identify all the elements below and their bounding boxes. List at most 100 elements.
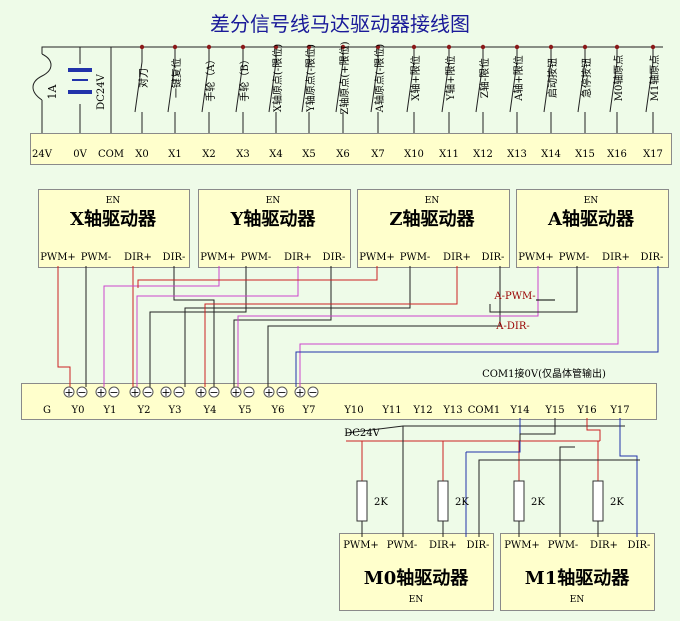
driver-pin-label: PWM- [548,540,579,551]
junction-dot [273,44,279,50]
switch-contact [235,61,244,113]
terminal-plus [63,386,75,398]
driver-pin-label: PWM+ [40,252,76,263]
input-label: A轴原点(-限位) [373,44,386,114]
input-label: 一键复位 [170,58,183,98]
switch-contact [201,61,210,113]
driver-pin-label: DIR+ [284,252,312,263]
output-terminal-label: Y17 [609,405,629,416]
driver-en-label: EN [106,196,121,206]
driver-pin-label: PWM- [559,252,590,263]
switch-contact [609,61,618,113]
input-terminal-label: X14 [541,149,561,160]
driver-pin-label: DIR- [467,540,490,551]
input-label: 手轮（A） [204,54,217,101]
ground-return-wire [478,459,640,537]
resistor [356,480,368,522]
y14-wire [466,418,521,453]
terminal-plus-glyph: + [295,386,304,399]
input-terminal-label: 24V [32,149,53,160]
driver-pin-label: DIR+ [602,252,630,263]
driver-name: M1轴驱动器 [525,567,630,589]
junction-dot [139,44,145,50]
input-terminal-label: 0V [73,149,87,160]
driver-name: Z轴驱动器 [389,208,475,230]
driver-pin-label: DIR- [482,252,505,263]
driver-en-label: EN [584,196,599,206]
driver-pin-label: PWM- [387,540,418,551]
driver-m1 [500,533,655,611]
driver-pin-label: PWM+ [359,252,395,263]
driver-name: X轴驱动器 [70,208,157,230]
switch-contact [543,61,552,113]
output-terminal-label: Y16 [576,405,596,416]
input-terminal-label: X2 [202,149,215,160]
driver-name: Y轴驱动器 [230,208,317,230]
output-terminal-label: G [43,405,51,416]
driver-pin-label: PWM+ [200,252,236,263]
switch-contact [370,61,379,113]
output-terminal-label: Y6 [271,405,285,416]
junction-dot [375,44,381,50]
switch-contact [645,61,654,113]
driver-pin-label: DIR- [163,252,186,263]
y-pwm-plus-wire [103,266,220,387]
output-terminal-label: Y14 [509,405,529,416]
input-terminal-label: X10 [404,149,424,160]
input-label: 手轮（B） [238,54,251,101]
fuse-wire [41,46,70,54]
input-label: A轴+限位 [512,55,525,102]
switch-contact [441,61,450,113]
terminal-minus-glyph: − [244,386,253,399]
terminal-minus [276,386,288,398]
plc-input-strip [30,133,672,165]
terminal-minus [243,386,255,398]
com1-note: COM1接0V(仅晶体管输出) [482,367,606,380]
z-pwm-minus-wire [184,266,411,387]
switch-contact [475,61,484,113]
terminal-plus [95,386,107,398]
x-dir-minus-wire [173,266,215,387]
driver-y [198,189,351,268]
driver-en-label: EN [409,595,424,605]
junction-dot [548,44,554,50]
driver-pin-label: PWM+ [518,252,554,263]
junction-dot [240,44,246,50]
switch-contact [509,61,518,113]
output-terminal-label: Y2 [137,405,151,416]
input-label: M1轴原点 [648,55,661,102]
input-terminal-label: X3 [236,149,249,160]
terminal-plus-glyph: + [161,386,170,399]
terminal-minus [173,386,185,398]
terminal-minus [142,386,154,398]
terminal-plus [230,386,242,398]
junction-dot [480,44,486,50]
input-terminal-label: X11 [439,149,459,160]
input-label: Z轴原点(+限位) [338,41,351,114]
terminal-plus-glyph: + [130,386,139,399]
input-label: 急停按钮 [580,58,593,98]
output-terminal-label: Y7 [302,405,316,416]
lower-supply-label: DC24V [344,428,380,439]
z-dir-minus-wire [267,266,501,387]
a-dir-minus-wire [295,266,659,387]
switch-contact [301,61,310,113]
y17-wire [619,418,638,537]
switch-contact [167,61,176,113]
y15-wire [519,418,556,441]
input-terminal-label: X12 [473,149,493,160]
driver-pin-label: DIR- [628,540,651,551]
y-pwm-minus-wire [149,266,247,387]
junction-dot [514,44,520,50]
terminal-minus-glyph: − [77,386,86,399]
input-terminal-label: X16 [607,149,627,160]
y-dir-plus-wire [136,266,299,387]
terminal-minus-glyph: − [209,386,218,399]
input-terminal-label: X7 [371,149,384,160]
input-terminal-label: X4 [269,149,282,160]
com1-return-wire [345,425,625,434]
a-dir-plus-wire [299,266,619,387]
terminal-plus [160,386,172,398]
junction-dot [340,44,346,50]
driver-pin-label: DIR- [323,252,346,263]
